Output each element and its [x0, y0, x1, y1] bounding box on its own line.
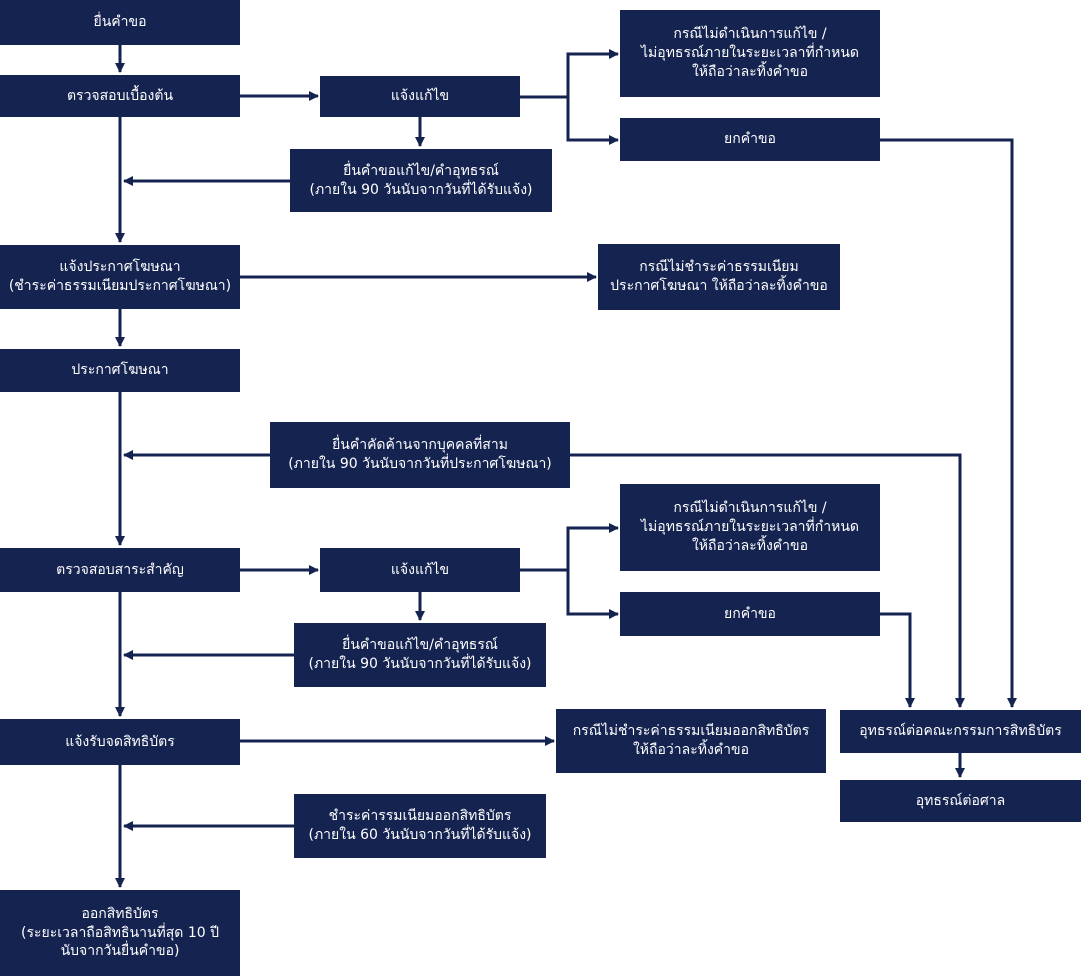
node-text-line: แจ้งแก้ไข — [390, 88, 450, 105]
node-submit: ยื่นคำขอ — [0, 0, 240, 45]
node-text-line: กรณีไม่ดำเนินการแก้ไข / — [673, 500, 827, 517]
node-text-line: ให้ถือว่าละทิ้งคำขอ — [691, 63, 809, 80]
node-text-line: แจ้งประกาศโฆษณา — [59, 259, 181, 276]
node-text-line: ยื่นคำขอแก้ไข/คำอุทธรณ์ — [342, 637, 498, 654]
node-text-line: แจ้งแก้ไข — [390, 561, 450, 578]
node-text-line: ให้ถือว่าละทิ้งคำขอ — [691, 537, 809, 554]
node-appeal-board: อุทธรณ์ต่อคณะกรรมการสิทธิบัตร — [840, 710, 1081, 753]
node-reject-2: ยกคำขอ — [620, 592, 880, 636]
node-notify-publish: แจ้งประกาศโฆษณา (ชำระค่าธรรมเนียมประกาศโฆ… — [0, 245, 240, 309]
node-fix-appeal-1: ยื่นคำขอแก้ไข/คำอุทธรณ์ (ภายใน 90 วันนับจ… — [290, 149, 552, 212]
node-text-line: ยกคำขอ — [724, 131, 776, 148]
node-text-line: (ภายใน 60 วันนับจากวันที่ได้รับแจ้ง) — [308, 827, 532, 843]
node-text-line: ยื่นคำคัดค้านจากบุคคลที่สาม — [332, 437, 508, 454]
node-text-line: (ภายใน 90 วันนับจากวันที่ได้รับแจ้ง) — [309, 181, 533, 198]
node-no-action-1: กรณีไม่ดำเนินการแก้ไข / ไม่อุทธรณ์ภายในระ… — [620, 10, 880, 97]
node-text-line: กรณีไม่ดำเนินการแก้ไข / — [673, 26, 827, 43]
node-text-line: ยกคำขอ — [724, 605, 776, 622]
node-text-line: (ภายใน 90 วันนับจากวันที่ได้รับแจ้ง) — [308, 656, 532, 672]
branch-notify-fix-2 — [520, 523, 619, 572]
branch-notify-fix-1 — [520, 49, 619, 99]
node-text-line: ประกาศโฆษณา ให้ถือว่าละทิ้งคำขอ — [610, 278, 828, 294]
node-text-line: ยื่นคำขอ — [93, 14, 147, 31]
node-text-line: ตรวจสอบเบื้องต้น — [66, 87, 174, 104]
node-issue-patent: ออกสิทธิบัตร (ระยะเวลาถือสิทธินานที่สุด 1… — [0, 890, 240, 976]
node-no-pay-publish: กรณีไม่ชำระค่าธรรมเนียมประกาศโฆษณา ให้ถื… — [598, 244, 840, 310]
node-text-line: กรณีไม่ชำระค่าธรรมเนียม — [639, 259, 799, 276]
node-appeal-court: อุทธรณ์ต่อศาล — [840, 780, 1081, 822]
node-text-line: ออกสิทธิบัตร — [81, 905, 159, 922]
node-pay-issue: ชำระค่ารรมเนียมออกสิทธิบัตร (ภายใน 60 วัน… — [294, 794, 546, 858]
node-text-line: อุทธรณ์ต่อศาล — [915, 792, 1006, 809]
node-text-line: แจ้งรับจดสิทธิบัตร — [65, 733, 175, 750]
node-notify-register: แจ้งรับจดสิทธิบัตร — [0, 719, 240, 765]
node-no-pay-issue: กรณีไม่ชำระค่าธรรมเนียมออกสิทธิบัตรให้ถื… — [556, 709, 826, 773]
node-substantive-check: ตรวจสอบสาระสำคัญ — [0, 548, 240, 592]
node-notify-fix-1: แจ้งแก้ไข — [320, 76, 520, 117]
node-text-line: นับจากวันยื่นคำขอ) — [60, 943, 180, 960]
node-reject-1: ยกคำขอ — [620, 118, 880, 161]
node-text-line: (ชำระค่าธรรมเนียมประกาศโฆษณา) — [8, 278, 232, 294]
node-text-line: (ระยะเวลาถือสิทธินานที่สุด 10 ปี — [21, 924, 219, 941]
node-fix-appeal-2: ยื่นคำขอแก้ไข/คำอุทธรณ์ (ภายใน 90 วันนับจ… — [294, 623, 546, 687]
arrow-reject-2-to-appeal-board — [880, 612, 915, 708]
node-prelim-check: ตรวจสอบเบื้องต้น — [0, 75, 240, 117]
node-text-line: กรณีไม่ชำระค่าธรรมเนียมออกสิทธิบัตร — [572, 723, 810, 740]
arrow-reject-1-to-appeal-board — [880, 138, 1017, 708]
node-text-line: ประกาศโฆษณา — [71, 362, 169, 379]
node-text-line: ตรวจสอบสาระสำคัญ — [56, 561, 184, 578]
node-text-line: ยื่นคำขอแก้ไข/คำอุทธรณ์ — [343, 162, 499, 179]
branch-notify-fix-1-reject — [566, 97, 619, 145]
node-text-line: ไม่อุทธรณ์ภายในระยะเวลาที่กำหนด — [641, 519, 859, 536]
node-text-line: (ภายใน 90 วันนับจากวันที่ประกาศโฆษณา) — [288, 456, 552, 472]
node-text-line: อุทธรณ์ต่อคณะกรรมการสิทธิบัตร — [859, 723, 1062, 740]
node-publish: ประกาศโฆษณา — [0, 349, 240, 392]
node-text-line: ให้ถือว่าละทิ้งคำขอ — [632, 742, 750, 758]
node-text-line: ชำระค่ารรมเนียมออกสิทธิบัตร — [328, 808, 512, 825]
branch-notify-fix-2-reject — [566, 570, 619, 619]
arrow-opposition-to-appeal-board — [570, 453, 965, 708]
node-text-line: ไม่อุทธรณ์ภายในระยะเวลาที่กำหนด — [641, 45, 859, 62]
node-opposition: ยื่นคำคัดค้านจากบุคคลที่สาม (ภายใน 90 วัน… — [270, 422, 570, 488]
node-no-action-2: กรณีไม่ดำเนินการแก้ไข / ไม่อุทธรณ์ภายในระ… — [620, 484, 880, 571]
node-notify-fix-2: แจ้งแก้ไข — [320, 548, 520, 592]
